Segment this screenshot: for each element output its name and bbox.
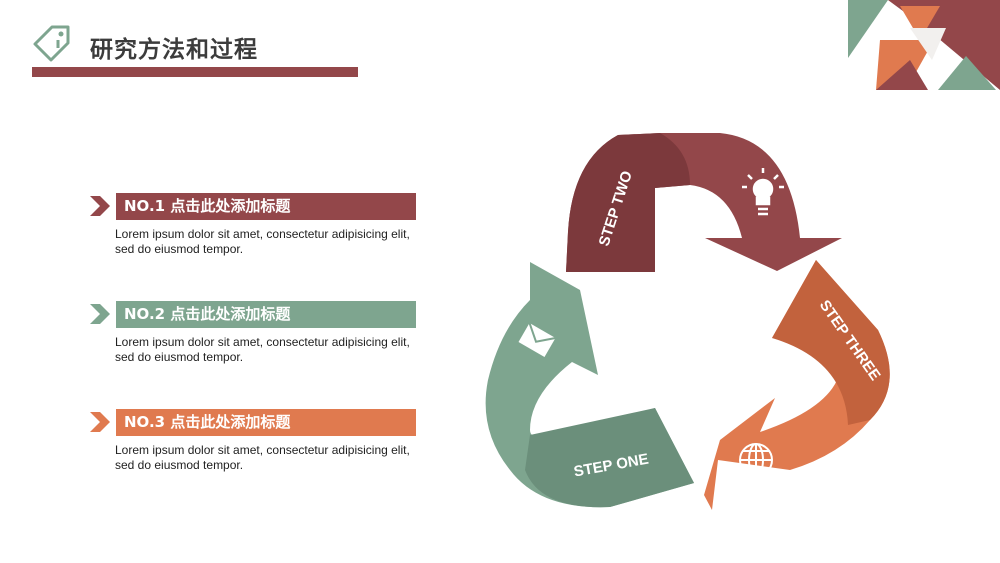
corner-decoration [848, 0, 1000, 90]
item-description: Lorem ipsum dolor sit amet, consectetur … [115, 443, 410, 472]
page-title: 研究方法和过程 [90, 37, 258, 63]
chevron-right-icon [90, 304, 110, 324]
cycle-arrow-step-two: STEP TWO [566, 133, 842, 272]
lightbulb-icon [742, 168, 784, 216]
chevron-right-icon [90, 412, 110, 432]
envelope-icon [518, 322, 556, 358]
cycle-diagram: STEP TWO STEP THREE STEP ONE [485, 133, 890, 510]
item-description: Lorem ipsum dolor sit amet, consectetur … [115, 335, 410, 364]
item-title[interactable]: NO.1 点击此处添加标题 [116, 193, 416, 220]
item-description: Lorem ipsum dolor sit amet, consectetur … [115, 227, 410, 256]
item-title[interactable]: NO.3 点击此处添加标题 [116, 409, 416, 436]
cycle-arrow-step-three: STEP THREE [704, 260, 890, 510]
tag-icon [33, 25, 70, 62]
item-title[interactable]: NO.2 点击此处添加标题 [116, 301, 416, 328]
title-underline [32, 67, 358, 77]
globe-icon [739, 443, 773, 477]
cycle-arrow-step-one: STEP ONE [485, 262, 694, 508]
chevron-right-icon [90, 196, 110, 216]
